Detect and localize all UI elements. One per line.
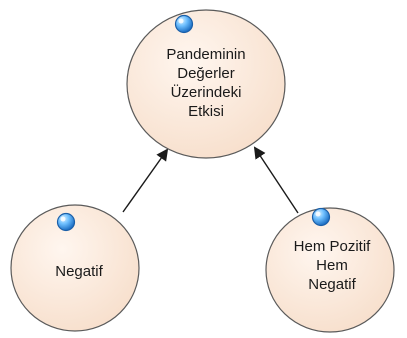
node-mixed-label-line-1: Hem Pozitif — [294, 238, 372, 255]
node-center-shape — [126, 9, 286, 159]
connector-mixed-to-center — [253, 146, 299, 214]
node-mixed-label-line-2: Hem — [316, 257, 348, 274]
node-center-label-line-2: Değerler — [177, 65, 235, 82]
node-center-label-line-1: Pandeminin — [166, 46, 245, 63]
node-center[interactable]: Pandeminin Değerler Üzerindeki Etkisi — [126, 9, 286, 159]
connector-negatif-to-center — [122, 148, 169, 213]
blue-circle-icon — [56, 212, 76, 232]
node-mixed-label-line-3: Negatif — [308, 276, 356, 293]
node-negatif-shape — [10, 204, 140, 332]
blue-circle-icon — [311, 207, 331, 227]
node-center-label-line-3: Üzerindeki — [171, 83, 242, 101]
node-negatif-label: Negatif — [55, 263, 103, 280]
node-center-label-line-4: Etkisi — [188, 103, 224, 120]
node-hem-pozitif-hem-negatif[interactable]: Hem Pozitif Hem Negatif — [265, 207, 395, 333]
node-mixed-shape — [265, 207, 395, 333]
blue-circle-icon — [174, 14, 194, 34]
node-negatif[interactable]: Negatif — [10, 204, 140, 332]
